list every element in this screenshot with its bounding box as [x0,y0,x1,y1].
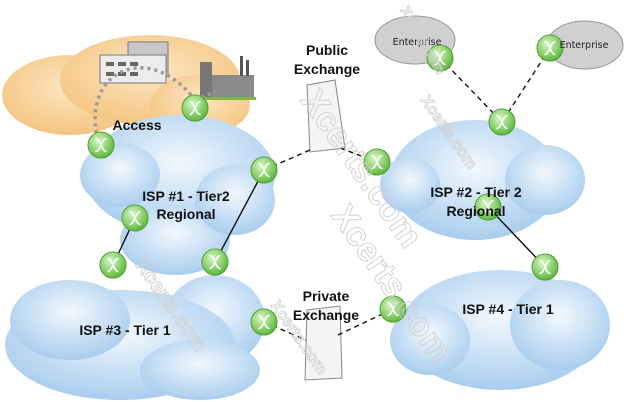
enterprise-left-label: Enterprise [393,37,442,48]
isp1-label: ISP #1 - Tier2 [142,188,230,204]
isp4-label: ISP #4 - Tier 1 [462,301,554,317]
link-isp3-private [263,321,307,341]
private-exchange-building-icon [304,305,343,381]
public-exchange-building-icon [306,79,346,153]
private-exchange-label: Private [303,288,350,304]
link-enterprise-right [501,47,551,123]
enterprise-right-label: Enterprise [560,40,609,51]
isp4-cloud [390,270,610,390]
link-enterprise-left [439,57,503,123]
router-icon [488,108,516,136]
isp3-cloud [5,280,260,400]
public-exchange-label: Public [306,42,348,58]
access-label: Access [112,117,161,133]
router-icon [250,156,278,184]
isp2-sublabel: Regional [446,203,505,219]
link-public-isp2 [339,147,378,163]
router-icon [121,204,149,232]
link-isp1-middle [214,169,265,263]
private-exchange-sublabel: Exchange [293,307,359,323]
router-icon [531,253,559,281]
isp1-sublabel: Regional [156,206,215,222]
router-icon [99,251,127,279]
router-icon [181,94,209,122]
isp2-label: ISP #2 - Tier 2 [430,184,522,200]
public-exchange-sublabel: Exchange [294,61,360,77]
isp2-cloud [380,120,585,240]
factory-icon [198,56,256,100]
link-private-isp4 [337,308,394,336]
router-icon [87,131,115,159]
router-icon [201,248,229,276]
link-isp2-isp4 [487,206,546,268]
isp3-label: ISP #3 - Tier 1 [79,322,171,338]
access-link [93,66,197,141]
